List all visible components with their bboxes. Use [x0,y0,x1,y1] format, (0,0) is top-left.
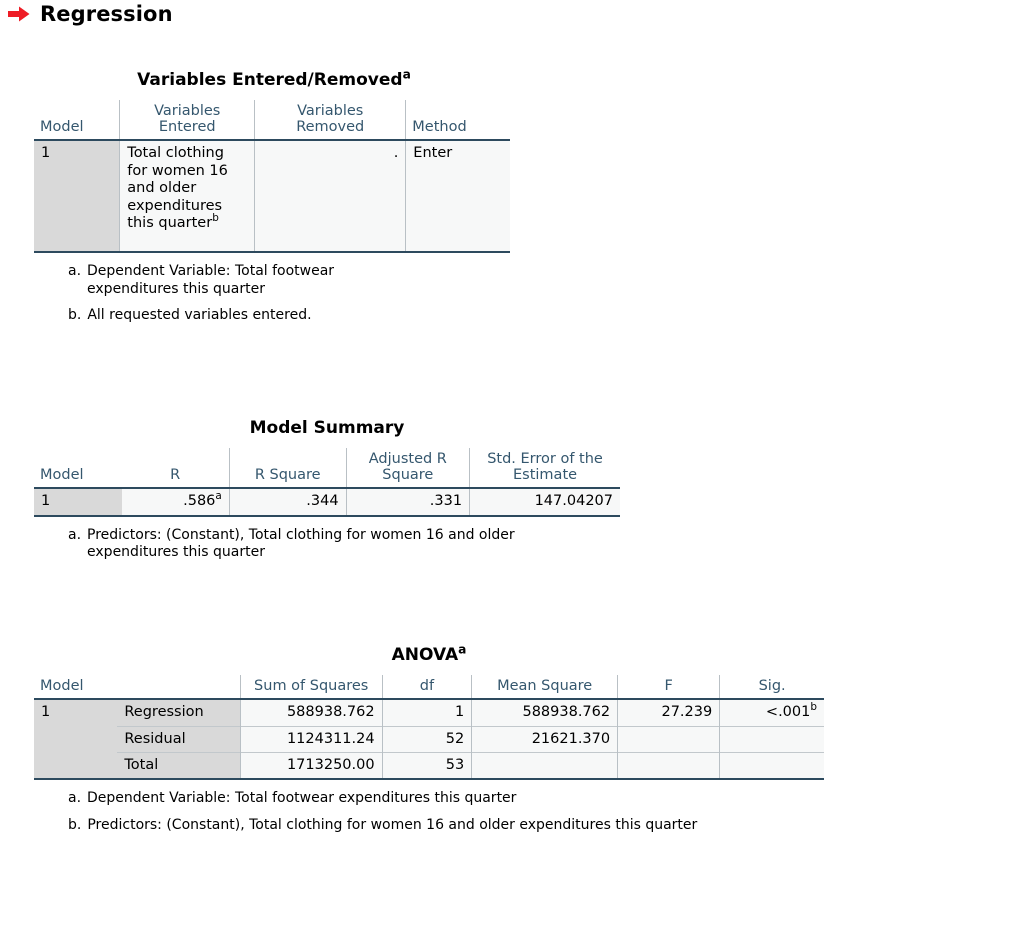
footnote-mark: a. [68,526,82,543]
footnote-a: a. Dependent Variable: Total footwear ex… [68,790,834,808]
cell-f: 27.239 [617,699,720,727]
cell-model [34,752,118,781]
cell-mean-square: 21621.370 [471,725,618,753]
anova-title: ANOVAa [34,642,824,665]
cell-sig: <.001b [719,699,824,727]
cell-model: 1 [34,140,120,254]
footnote-mark: a. [68,790,82,807]
cell-sig [719,752,824,781]
col-header-source [117,675,241,701]
cell-sum-of-squares: 1713250.00 [239,752,383,781]
col-header-df: df [381,675,472,701]
col-header-model: Model [34,100,120,142]
cell-variables-entered: Total clothing for women 16 and older ex… [119,140,255,254]
footnote-text: Predictors: (Constant), Total clothing f… [87,816,698,833]
footnote-b: b. All requested variables entered. [68,307,514,325]
footnote-text: Dependent Variable: Total footwear expen… [87,263,335,297]
cell-adjusted-r-square: .331 [345,488,470,517]
footnote-mark: a. [68,263,82,280]
col-header-adjusted-r-square: Adjusted R Square [345,448,470,490]
cell-variables-removed: . [254,140,406,254]
col-header-sig: Sig. [719,675,824,701]
model-summary-title: Model Summary [34,418,620,438]
footnote-a: a. Predictors: (Constant), Total clothin… [68,527,624,562]
cell-sum-of-squares: 588938.762 [239,699,383,727]
cell-std-error: 147.04207 [469,488,620,517]
red-right-arrow-icon [8,6,30,22]
col-header-method: Method [405,100,510,142]
cell-source: Total [117,752,241,781]
col-header-r: R [121,448,230,490]
table-title-footnote-mark: a [458,642,467,657]
footnote-b: b. Predictors: (Constant), Total clothin… [68,817,834,835]
col-header-variables-entered: Variables Entered [119,100,255,142]
cell-mean-square: 588938.762 [471,699,618,727]
cell-source: Residual [117,725,241,753]
cell-mean-square [471,752,618,781]
variables-entered-removed-table: Model Variables Entered Variables Remove… [34,100,510,254]
footnote-text: All requested variables entered. [87,307,312,324]
model-summary-block: Model Summary Model R R Square Adjusted … [34,418,624,571]
col-header-variables-removed: Variables Removed [254,100,406,142]
cell-r-text: .586 [183,493,216,510]
cell-df: 53 [381,752,472,781]
table-title-text: Model Summary [249,418,405,438]
table-row: 1 .586a .344 .331 147.04207 [34,488,620,517]
table-title-text: ANOVA [391,645,459,665]
model-summary-table: Model R R Square Adjusted R Square Std. … [34,448,620,517]
col-header-mean-square: Mean Square [471,675,618,701]
cell-f [617,752,720,781]
section-header: Regression [8,2,173,26]
cell-sig-text: <.001 [765,704,811,721]
cell-model: 1 [34,488,122,517]
page-title: Regression [40,2,173,26]
col-header-sum-of-squares: Sum of Squares [239,675,383,701]
cell-footnote-mark: b [212,212,219,225]
model-summary-footnotes: a. Predictors: (Constant), Total clothin… [68,527,624,562]
col-header-model: Model [34,675,118,701]
table-row: 1 Regression 588938.762 1 588938.762 27.… [34,699,824,727]
anova-table: Model Sum of Squares df Mean Square F Si… [34,675,824,781]
table-row: 1 Total clothing for women 16 and older … [34,140,510,254]
cell-model: 1 [34,699,118,727]
cell-r: .586a [121,488,230,517]
cell-df: 1 [381,699,472,727]
cell-variables-entered-text: Total clothing for women 16 and older ex… [127,145,228,232]
cell-f [617,725,720,753]
footnote-a: a. Dependent Variable: Total footwear ex… [68,263,514,298]
cell-r-square: .344 [228,488,347,517]
cell-footnote-mark: b [810,701,817,714]
variables-entered-removed-title: Variables Entered/Removeda [34,67,514,90]
cell-df: 52 [381,725,472,753]
cell-sig [719,725,824,753]
col-header-r-square: R Square [228,448,347,490]
anova-footnotes: a. Dependent Variable: Total footwear ex… [68,790,834,834]
footnote-mark: b. [68,307,82,324]
table-title-text: Variables Entered/Removed [137,70,403,90]
table-title-footnote-mark: a [402,67,411,82]
footnote-text: Dependent Variable: Total footwear expen… [87,790,517,807]
cell-footnote-mark: a [215,490,222,503]
cell-sum-of-squares: 1124311.24 [239,725,383,753]
footnote-text: Predictors: (Constant), Total clothing f… [87,526,515,561]
col-header-std-error: Std. Error of the Estimate [469,448,620,490]
table-header-row: Model Sum of Squares df Mean Square F Si… [34,675,824,701]
table-row: Total 1713250.00 53 [34,752,824,781]
col-header-model: Model [34,448,122,490]
table-row: Residual 1124311.24 52 21621.370 [34,725,824,753]
cell-source: Regression [117,699,241,727]
anova-block: ANOVAa Model Sum of Squares df Mean Squa… [34,642,834,843]
variables-table-footnotes: a. Dependent Variable: Total footwear ex… [68,263,514,325]
cell-method: Enter [405,140,510,254]
table-header-row: Model Variables Entered Variables Remove… [34,100,510,142]
col-header-f: F [617,675,720,701]
variables-entered-removed-block: Variables Entered/Removeda Model Variabl… [34,67,514,334]
table-header-row: Model R R Square Adjusted R Square Std. … [34,448,620,490]
footnote-mark: b. [68,816,82,833]
cell-model [34,726,118,753]
